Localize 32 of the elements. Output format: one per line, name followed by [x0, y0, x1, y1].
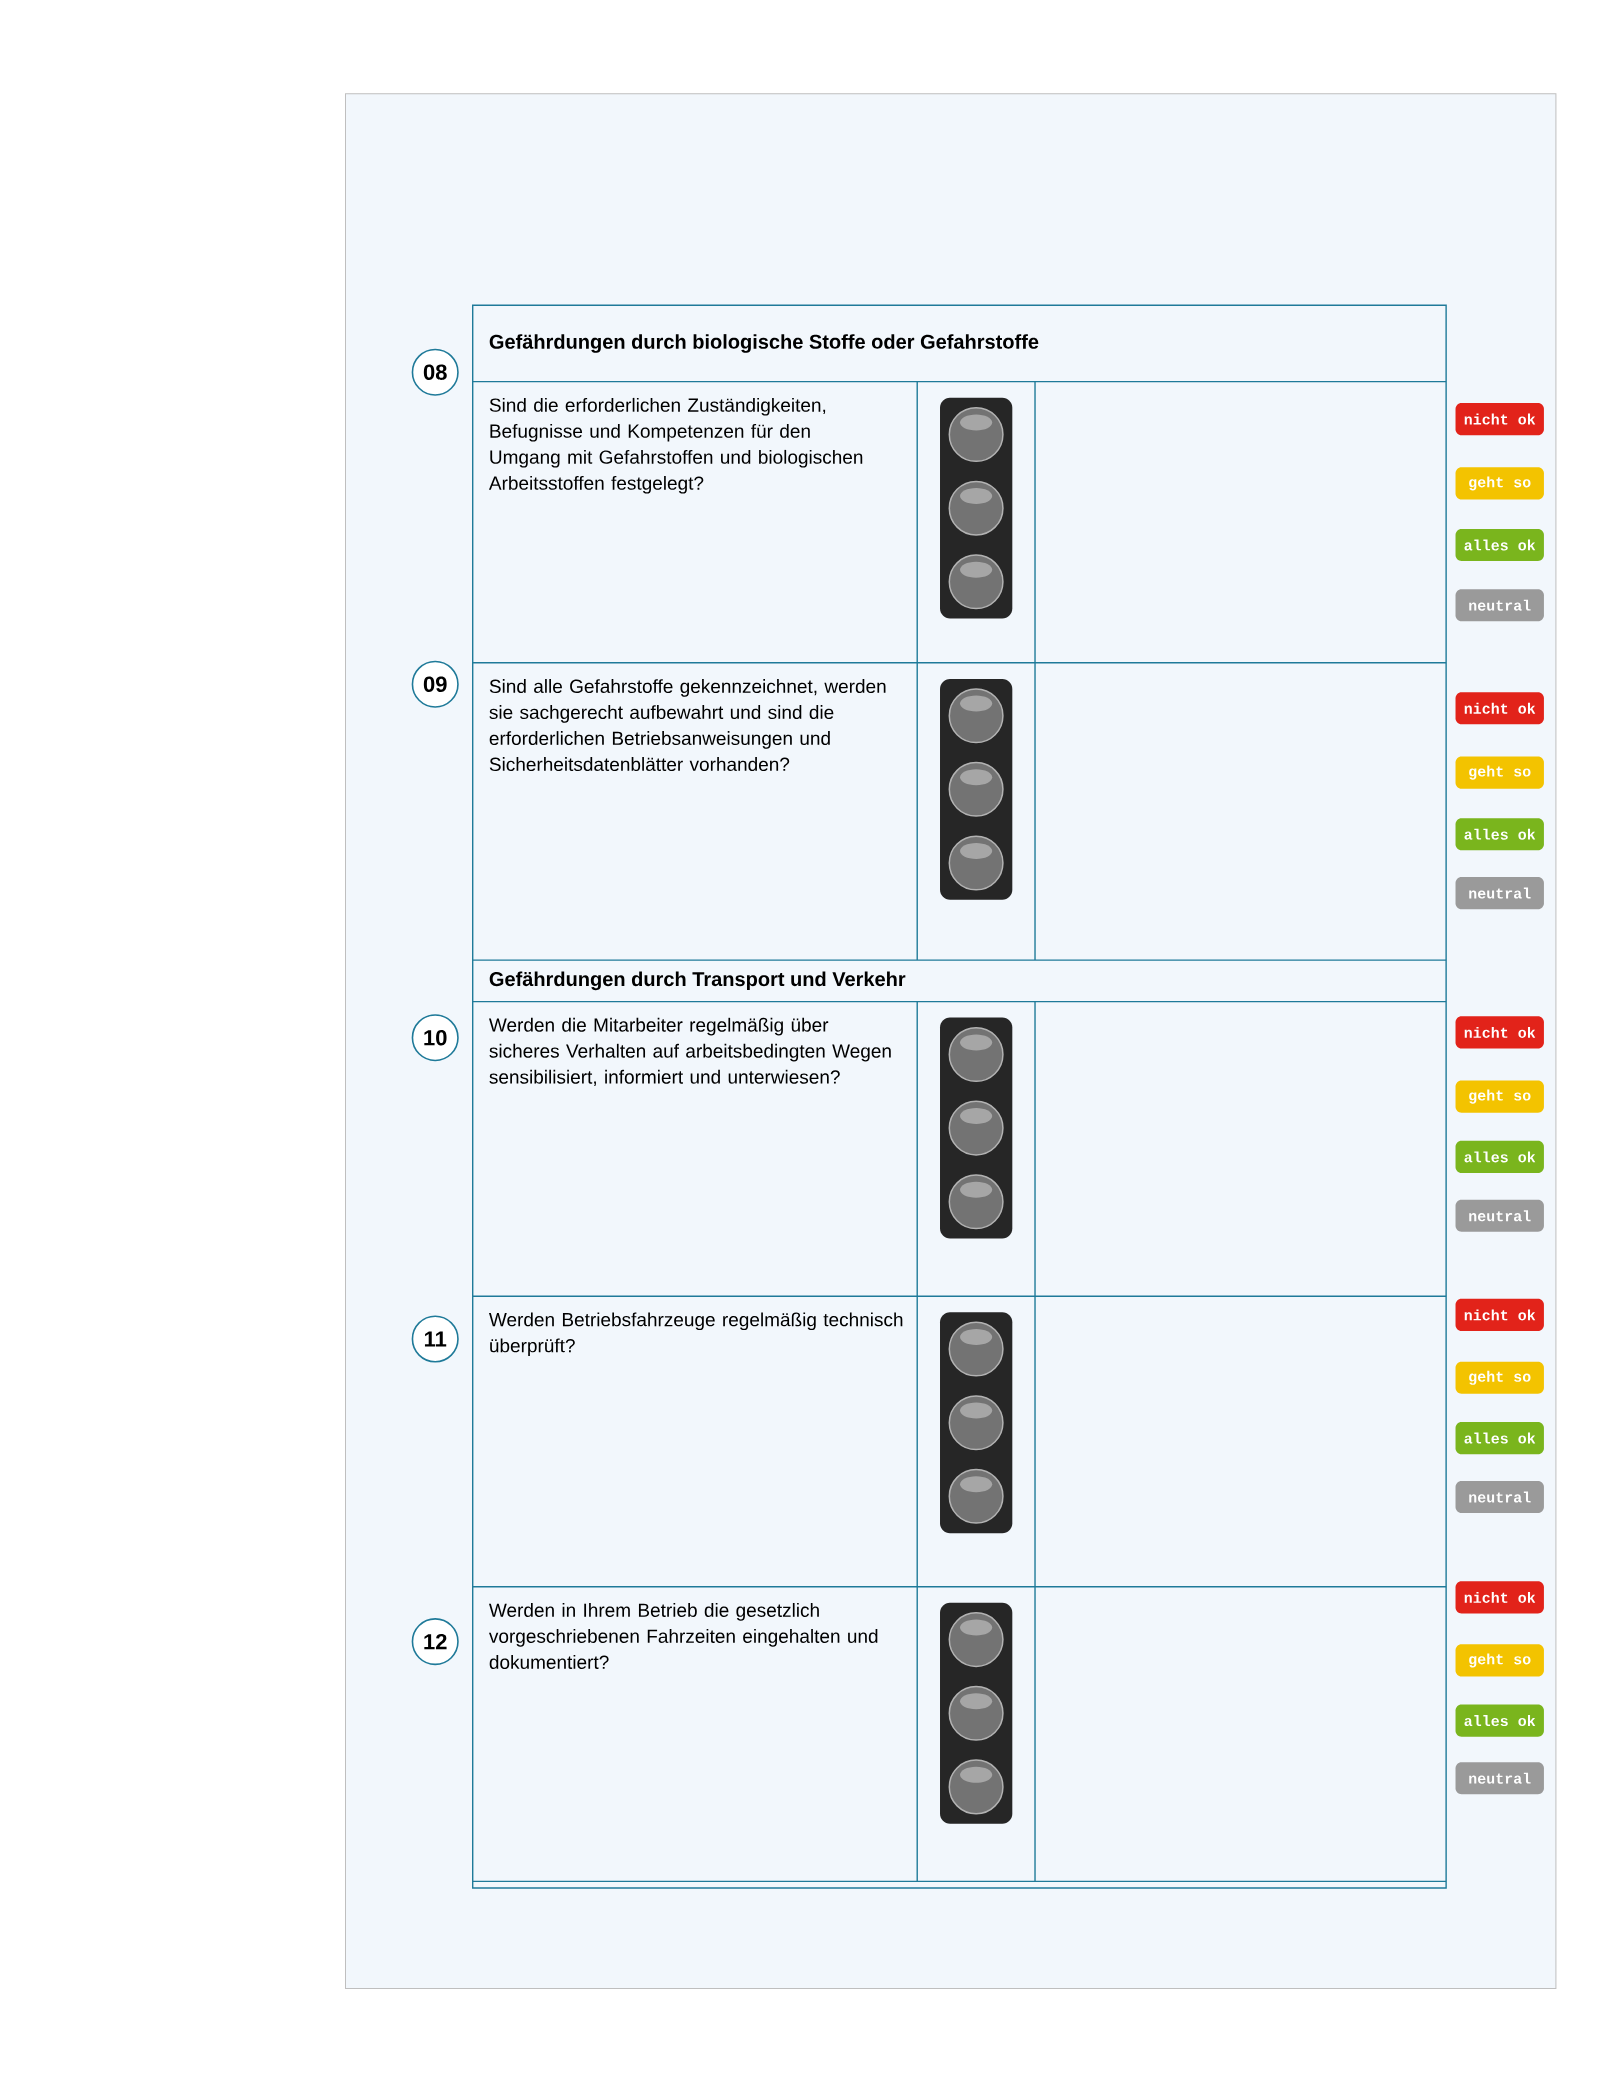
rating-button: alles ok: [1455, 818, 1544, 851]
rating-button: geht so: [1455, 467, 1544, 500]
question-number: 10: [411, 1014, 459, 1062]
question-text: Werden in Ihrem Betrieb die gesetzlich vorgeschriebenen Fahrzeiten eingehalten und dokumentiert?: [488, 1603, 878, 1669]
rating-button: geht so: [1455, 1080, 1544, 1113]
rating-button: geht so: [1455, 756, 1544, 789]
rating-button: nicht ok: [1455, 692, 1544, 725]
question-number: 11: [411, 1315, 459, 1363]
rating-button: neutral: [1455, 877, 1544, 910]
question-text: Sind alle Gefahrstoffe gekennzeichnet, werden sie sachgerecht aufbewahrt und sind die erforderlichen Betriebsanweisungen und Sicherheitsdatenblätter vorhanden?: [489, 679, 886, 772]
rating-button: nicht ok: [1455, 1298, 1544, 1331]
rating-button: neutral: [1455, 589, 1544, 622]
section-header: Gefährdungen durch biologische Stoffe oder Gefahrstoffe: [489, 334, 1039, 353]
rating-button: alles ok: [1455, 1140, 1544, 1173]
question-text: Werden Betriebsfahrzeuge regelmäßig technisch überprüft?: [489, 1312, 903, 1357]
rating-button: neutral: [1455, 1480, 1544, 1514]
question-text: Sind die erforderlichen Zuständigkeiten, Befugnisse und Kompetenzen für den Umgang mit Gefahrstoffen und biologischen Arbeitsstoffen festgelegt?: [488, 397, 863, 494]
question-number: 09: [411, 660, 459, 708]
rating-button: nicht ok: [1455, 403, 1544, 436]
rating-button: nicht ok: [1455, 1016, 1544, 1049]
rating-button: geht so: [1455, 1361, 1544, 1394]
rating-button: nicht ok: [1455, 1581, 1544, 1614]
section-header: Gefährdungen durch Transport und Verkehr: [489, 971, 906, 991]
rating-button: alles ok: [1455, 528, 1544, 562]
rating-button: alles ok: [1455, 1704, 1544, 1737]
question-text: Werden die Mitarbeiter regelmäßig über sicheres Verhalten auf arbeitsbedingten Wegen sensibilisiert, informiert und unterwiesen?: [489, 1017, 891, 1086]
rating-button: geht so: [1455, 1644, 1544, 1677]
rating-button: neutral: [1455, 1199, 1544, 1232]
rating-button: alles ok: [1455, 1422, 1544, 1455]
rating-button: neutral: [1455, 1762, 1544, 1795]
question-number: 12: [411, 1618, 459, 1666]
question-number: 08: [411, 348, 459, 396]
